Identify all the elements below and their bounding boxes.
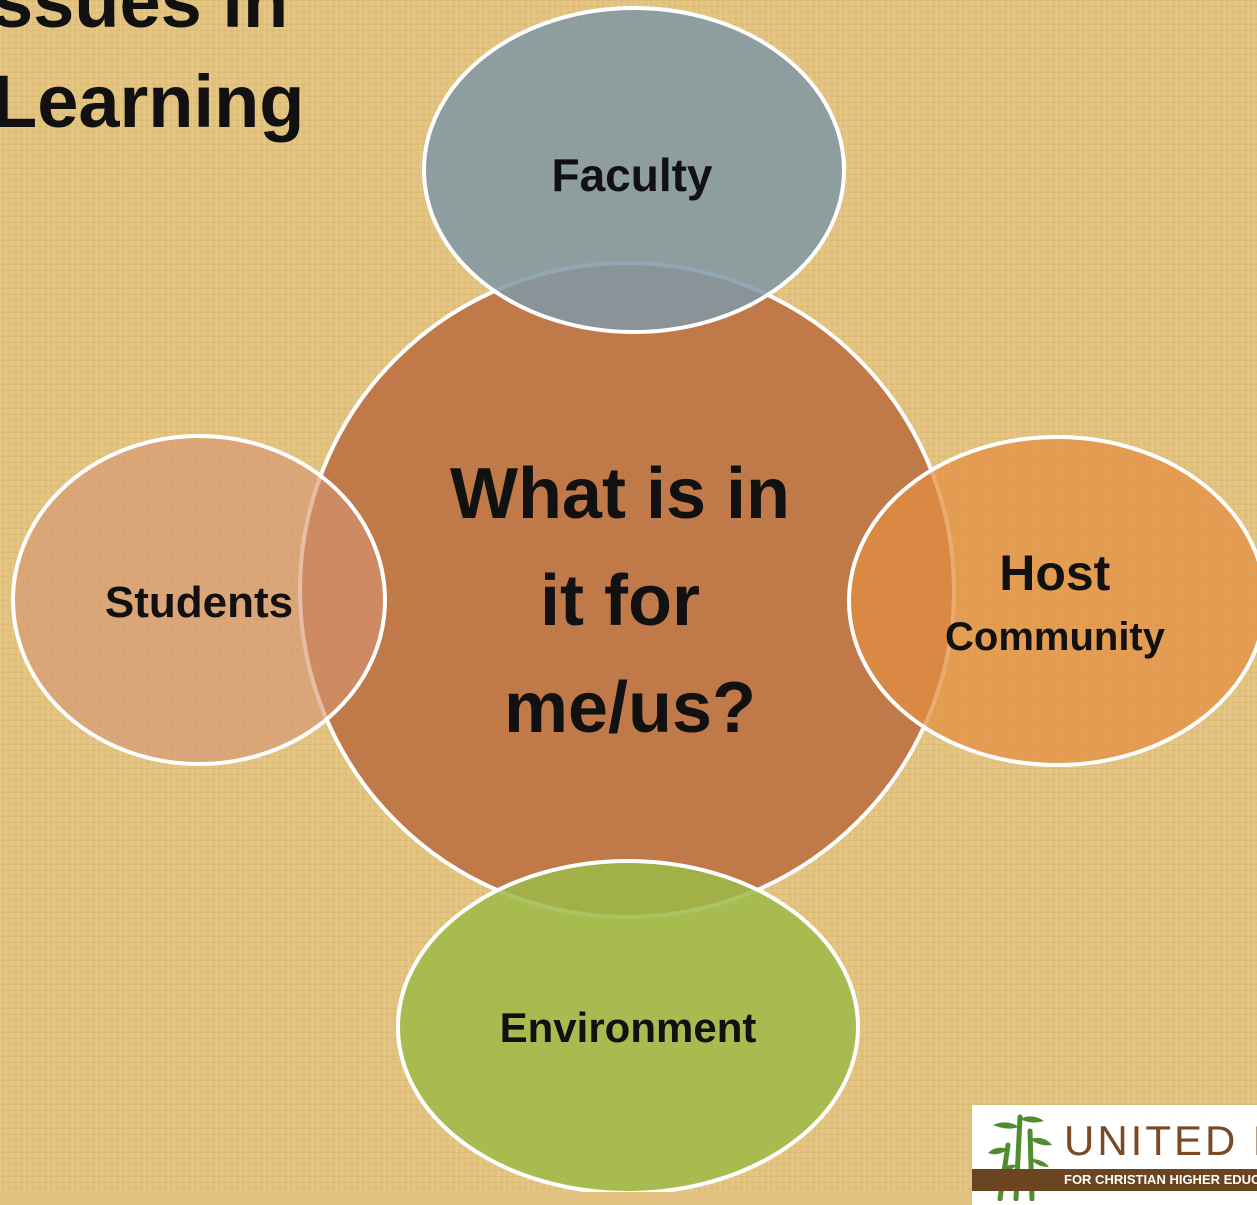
node-right-label: Host Community (945, 545, 1166, 659)
slide-title-line-2: Learning (0, 60, 305, 143)
node-left-label: Students (105, 578, 293, 627)
center-label-line: it for (540, 561, 700, 641)
organization-logo: UNITED B FOR CHRISTIAN HIGHER EDUCATION (972, 1105, 1257, 1205)
logo-wordmark: UNITED B (1064, 1117, 1257, 1164)
slide-title-line-1: ssues in (0, 0, 289, 43)
node-top-ellipse (422, 6, 846, 334)
node-bottom-label: Environment (500, 1004, 757, 1051)
node-left-ellipse (11, 434, 387, 766)
node-bottom-ellipse (396, 859, 860, 1192)
center-label-line: What is in (450, 454, 790, 534)
center-label-line: me/us? (504, 668, 756, 748)
node-top-label: Faculty (551, 149, 712, 201)
node-right-ellipse (847, 435, 1257, 767)
logo-tagline-band: FOR CHRISTIAN HIGHER EDUCATION (972, 1169, 1257, 1191)
logo-tagline: FOR CHRISTIAN HIGHER EDUCATION (1064, 1172, 1257, 1187)
center-label: What is in it for me/us? (450, 454, 810, 748)
